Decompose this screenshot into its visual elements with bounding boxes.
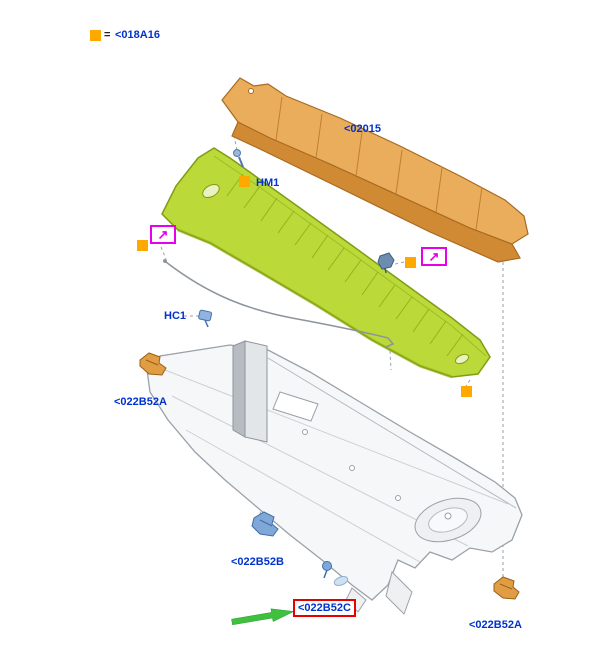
label-bracket-c[interactable]: <022B52C — [298, 602, 351, 614]
arrow-up-right-icon: ↗ — [157, 227, 169, 242]
grille-tip-marker-square — [461, 386, 472, 397]
bracket-b-drawing — [251, 511, 279, 537]
cowl-top-panel-drawing — [221, 77, 529, 263]
bracket-right-drawing — [493, 576, 520, 600]
callout-arrow-box-right[interactable]: ↗ — [421, 247, 447, 266]
right-clip-drawing — [377, 252, 395, 274]
label-hc1[interactable]: HC1 — [164, 310, 187, 322]
label-cowl-top-panel[interactable]: <02015 — [344, 123, 382, 135]
green-arrow — [231, 608, 295, 626]
label-hm1[interactable]: HM1 — [256, 177, 280, 189]
bracket-c-drawing — [322, 561, 349, 586]
callout-left-marker-square — [137, 240, 148, 251]
arrow-up-right-icon: ↗ — [428, 249, 440, 264]
bracket-left-drawing — [139, 352, 167, 376]
hc1-clip-drawing — [198, 309, 213, 328]
legend-part-link[interactable]: <018A16 — [115, 29, 160, 41]
legend-equals: = — [104, 29, 111, 41]
lower-cowl-panel-drawing — [146, 340, 523, 615]
label-bracket-b[interactable]: <022B52B — [231, 556, 284, 568]
hose-drawing — [163, 259, 395, 348]
label-bracket-right[interactable]: <022B52A — [469, 619, 522, 631]
callout-right-marker-square — [405, 257, 416, 268]
hm1-screw-drawing — [233, 149, 244, 168]
highlight-red-box: <022B52C — [293, 599, 356, 617]
callout-arrow-box-left[interactable]: ↗ — [150, 225, 176, 244]
label-bracket-left[interactable]: <022B52A — [114, 396, 167, 408]
hm1-marker-square — [239, 176, 250, 187]
legend-marker-square — [90, 30, 101, 41]
